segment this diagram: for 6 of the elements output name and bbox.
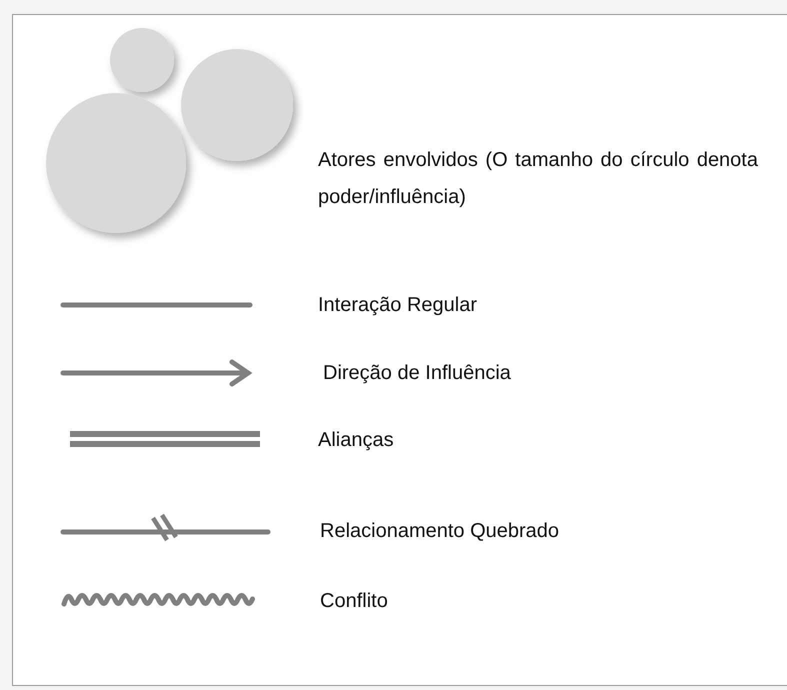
legend-label: Atores envolvidos (O tamanho do círculo denota poder/influência) (318, 148, 758, 210)
legend-label: Conflito (320, 589, 389, 614)
legend-label: Relacionamento Quebrado (320, 519, 560, 544)
legend-label: Direção de Influência (323, 361, 512, 386)
legend-label: Interação Regular (318, 293, 478, 318)
legend-label: Alianças (318, 428, 395, 453)
